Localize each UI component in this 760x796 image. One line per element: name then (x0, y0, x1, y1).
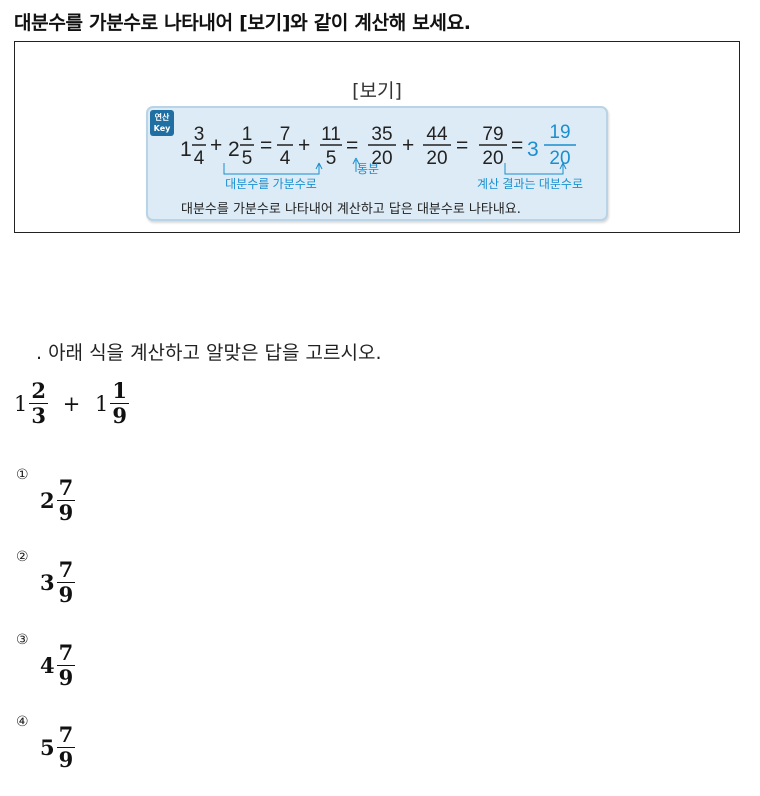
result-bracket (504, 163, 564, 175)
eq-m2-whole: 2 (228, 138, 240, 161)
annotation-result: 계산 결과는 대분수로 (477, 177, 583, 191)
expr-operator: + (62, 391, 81, 416)
eq-m1-num: 3 (194, 124, 205, 145)
expr-term-b: 1 1 9 (95, 380, 129, 427)
example-equation-svg: 1 3 4 + 2 1 5 = 7 4 + 11 5 = 35 20 (180, 122, 583, 191)
eq-equals2: = (346, 134, 358, 157)
eq-plus1: + (210, 134, 222, 157)
calculation-key-card: 연산 Key 1 3 4 + 2 1 5 = 7 4 + 11 5 = (146, 106, 608, 221)
eq-f2-den: 5 (326, 148, 337, 169)
expr-term-a: 1 2 3 (14, 380, 48, 427)
question-prompt: . 아래 식을 계산하고 알맞은 답을 고르시오. (36, 342, 382, 364)
eq-result-whole: 3 (527, 138, 539, 161)
eq-plus2: + (298, 134, 310, 157)
choice-3-value[interactable]: 4 7 9 (40, 640, 76, 690)
annotation-convert: 대분수를 가분수로 (225, 177, 317, 191)
eq-f4-den: 20 (426, 148, 447, 169)
eq-f3-num: 35 (371, 124, 392, 145)
eq-f3-den: 20 (371, 148, 392, 169)
choice-2-marker[interactable]: ② (16, 549, 29, 565)
choice-1-den: 9 (58, 500, 74, 525)
eq-equals4: = (511, 134, 523, 157)
eq-f5-num: 79 (482, 124, 503, 145)
choice-3-marker[interactable]: ③ (16, 632, 29, 648)
eq-m1-den: 4 (194, 148, 205, 169)
choice-1-value[interactable]: 2 7 9 (40, 475, 76, 525)
expr-a-den: 3 (31, 403, 46, 428)
result-arrow-icon (559, 162, 567, 170)
eq-result-den: 20 (549, 148, 570, 169)
key-badge-line1: 연산 (154, 113, 170, 122)
annotation-common: 통분 (357, 162, 379, 176)
choice-3-whole: 4 (40, 653, 55, 678)
choice-2-num: 7 (56, 557, 76, 583)
expr-b-den: 9 (112, 403, 127, 428)
question-expression: 1 2 3 + 1 1 9 (14, 380, 129, 427)
key-badge-line2: Key (153, 124, 171, 133)
expr-a-whole: 1 (14, 391, 28, 416)
choice-4-den: 9 (58, 747, 74, 772)
choice-1-fraction: 7 9 (56, 475, 76, 525)
choice-2-den: 9 (58, 582, 74, 607)
choice-2-fraction: 7 9 (56, 557, 76, 607)
example-box: [보기] 연산 Key 1 3 4 + 2 1 5 = 7 4 + 11 (14, 41, 740, 233)
eq-equals1: = (260, 134, 272, 157)
eq-result-num: 19 (549, 122, 570, 143)
choice-2-whole: 3 (40, 570, 55, 595)
eq-m1-whole: 1 (180, 138, 192, 161)
choice-3-num: 7 (56, 640, 76, 666)
expr-b-whole: 1 (94, 391, 109, 416)
choice-3-den: 9 (58, 665, 74, 690)
expr-b-num: 1 (110, 378, 129, 404)
key-badge: 연산 Key (150, 110, 174, 136)
example-label: [보기] (352, 80, 402, 102)
choice-4-fraction: 7 9 (56, 722, 76, 772)
eq-f1-den: 4 (280, 148, 291, 169)
eq-plus3: + (402, 134, 414, 157)
choice-3-fraction: 7 9 (56, 640, 76, 690)
convert-arrow-icon (315, 162, 323, 170)
eq-m2-num: 1 (242, 124, 253, 145)
choice-1-num: 7 (56, 475, 76, 501)
expr-a-fraction: 2 3 (29, 380, 48, 427)
eq-f2-num: 11 (321, 124, 341, 145)
eq-m2-den: 5 (242, 148, 253, 169)
choice-4-value[interactable]: 5 7 9 (40, 722, 76, 772)
choice-1-marker[interactable]: ① (16, 467, 29, 483)
problem-title: 대분수를 가분수로 나타내어 [보기]와 같이 계산해 보세요. (14, 12, 471, 34)
eq-f4-num: 44 (426, 124, 448, 145)
choice-4-whole: 5 (40, 735, 55, 760)
choice-2-value[interactable]: 3 7 9 (40, 557, 76, 607)
expr-b-fraction: 1 9 (110, 380, 129, 427)
eq-f5-den: 20 (482, 148, 503, 169)
expr-a-num: 2 (29, 378, 48, 404)
choice-4-num: 7 (56, 722, 76, 748)
choice-4-marker[interactable]: ④ (16, 714, 29, 730)
eq-f1-num: 7 (280, 124, 291, 145)
choice-1-whole: 2 (40, 488, 55, 513)
eq-equals3: = (456, 134, 468, 157)
key-note: 대분수를 가분수로 나타내어 계산하고 답은 대분수로 나타내요. (181, 202, 521, 217)
convert-bracket (223, 163, 320, 175)
